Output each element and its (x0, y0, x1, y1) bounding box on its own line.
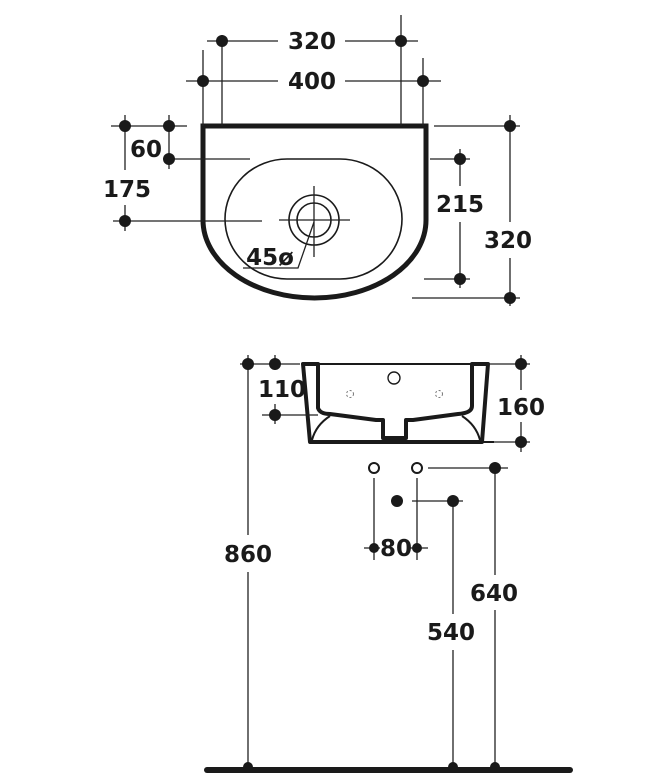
dim-dot (163, 120, 175, 132)
dim-line-width (186, 50, 441, 126)
dim-dot (454, 273, 466, 285)
dim-dot (119, 215, 131, 227)
basin-side-inner-curves (303, 363, 494, 443)
dim-tap-spacing: 320 (288, 29, 336, 55)
dim-dot (395, 35, 407, 47)
tap-hole-hidden-left (346, 390, 354, 398)
dim-dot (242, 358, 254, 370)
dim-dot (269, 409, 281, 421)
dim-line-waste-supply (412, 467, 508, 769)
dim-dot (515, 436, 527, 448)
dim-dot (119, 120, 131, 132)
dim-dot (243, 762, 253, 772)
dim-supply-height: 640 (470, 581, 518, 607)
dim-line-right (412, 115, 520, 306)
basin-outline (200, 123, 429, 301)
dim-dot (412, 543, 422, 553)
dim-bowl-depth: 215 (436, 192, 484, 218)
dim-dot (504, 120, 516, 132)
bowl-outline (224, 158, 403, 280)
dim-line-height (487, 355, 530, 452)
dim-dot (504, 292, 516, 304)
dim-width: 400 (288, 69, 336, 95)
dim-dot (269, 358, 281, 370)
supply-pipe-right (411, 462, 423, 474)
dim-pipe-spacing: 80 (380, 536, 412, 562)
side-view: 110 860 160 80 640 540 (204, 355, 573, 773)
waste-pipe (391, 495, 403, 507)
dim-dot (417, 75, 429, 87)
dim-depth: 320 (484, 228, 532, 254)
dim-height: 160 (497, 395, 545, 421)
dim-dot (454, 153, 466, 165)
dim-inner-height: 110 (258, 377, 306, 403)
dim-line-tap-spacing (207, 15, 418, 126)
dim-dot (369, 543, 379, 553)
dim-dot (163, 153, 175, 165)
dim-dot (490, 762, 500, 772)
tap-hole-hidden-right (435, 390, 443, 398)
dim-dot (448, 762, 458, 772)
overflow-hole (387, 371, 401, 385)
dim-line-pipe-spacing (364, 478, 428, 560)
basin-side-outline (301, 362, 490, 444)
dim-dot (197, 75, 209, 87)
dim-dot (489, 462, 501, 474)
top-view: 45ø 320 400 60 175 215 320 (103, 15, 532, 306)
drain-crosshair (279, 186, 350, 257)
drain-leader (243, 221, 315, 269)
dim-dot (447, 495, 459, 507)
dim-mount-height: 860 (224, 542, 272, 568)
dim-drain-offset: 175 (103, 177, 151, 203)
dim-dot (216, 35, 228, 47)
supply-pipe-left (368, 462, 380, 474)
dim-drain-diameter: 45ø (246, 245, 294, 271)
dim-dot (515, 358, 527, 370)
dim-bowl-offset: 60 (130, 137, 162, 163)
dim-line-left (111, 115, 262, 231)
dim-waste-height: 540 (427, 620, 475, 646)
